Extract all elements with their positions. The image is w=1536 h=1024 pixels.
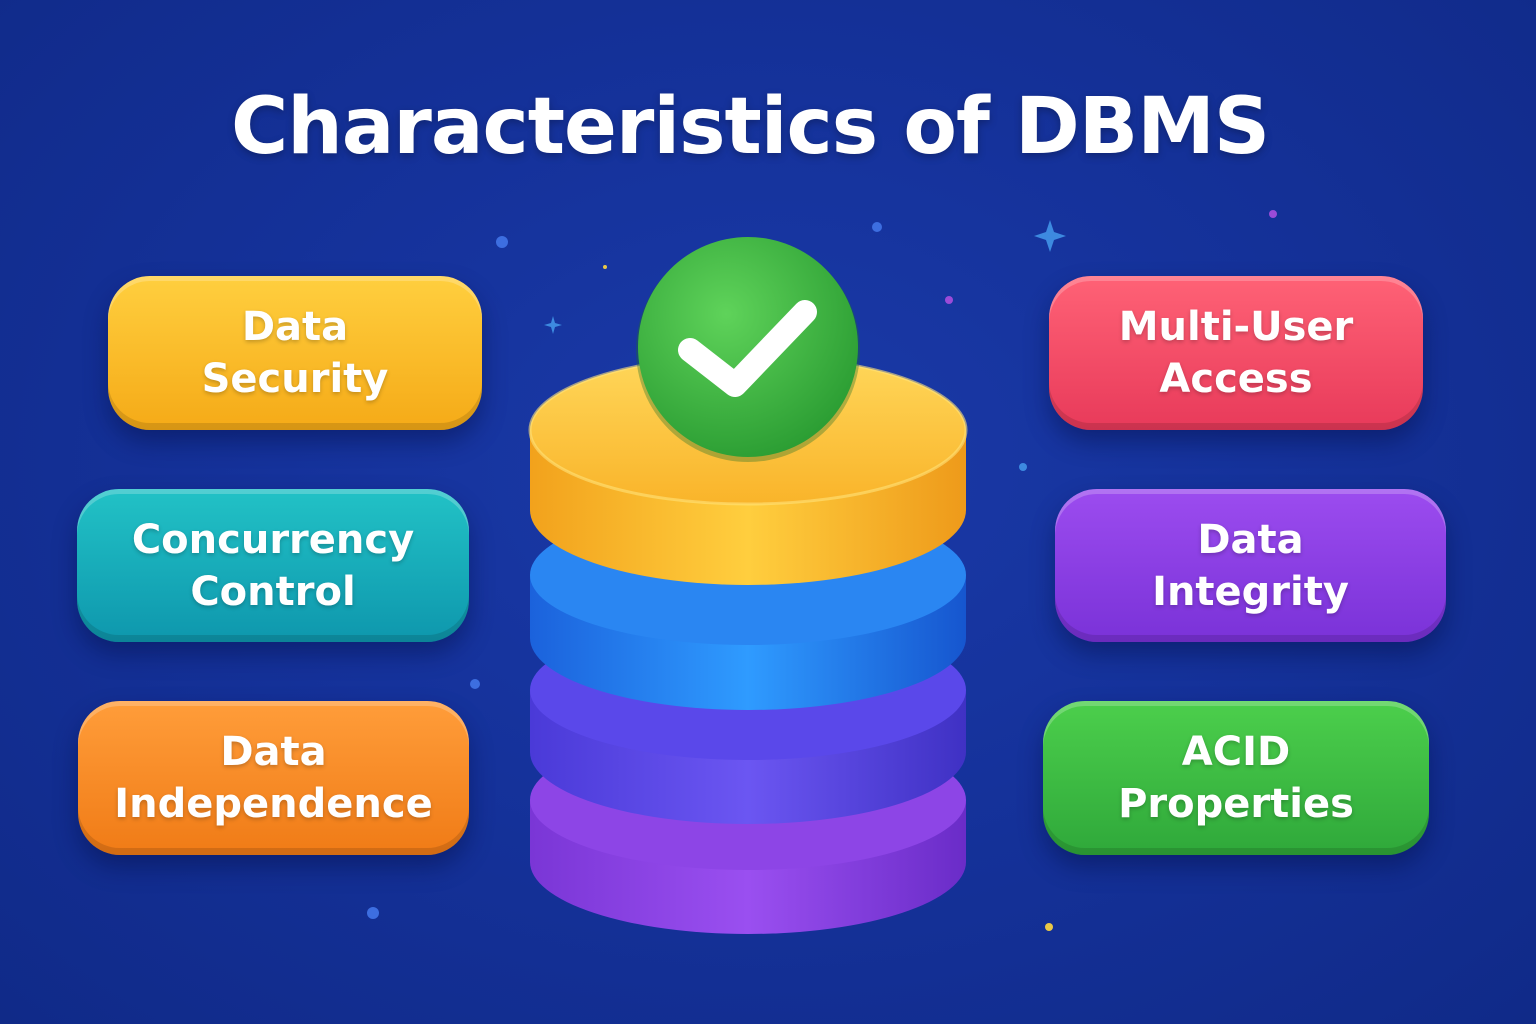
feature-line2: Properties: [1118, 781, 1354, 827]
feature-line2: Independence: [114, 781, 433, 827]
feature-line1: Concurrency: [131, 516, 415, 563]
feature-line2: Access: [1159, 356, 1313, 402]
feature-line2: Security: [201, 356, 389, 402]
feature-line2: Control: [190, 568, 356, 615]
checkmark-badge: [636, 237, 860, 462]
page-title: Characteristics of DBMS: [230, 82, 1270, 172]
feature-acid-properties: ACID Properties: [1043, 701, 1429, 855]
feature-line1: Data: [1197, 516, 1304, 563]
feature-line2: Integrity: [1152, 568, 1349, 615]
feature-line1: Data: [241, 304, 349, 350]
feature-line1: Multi-User: [1118, 304, 1354, 350]
feature-line1: Data: [220, 729, 327, 775]
checkmark-icon: [678, 300, 817, 397]
feature-line1: ACID: [1181, 729, 1291, 775]
